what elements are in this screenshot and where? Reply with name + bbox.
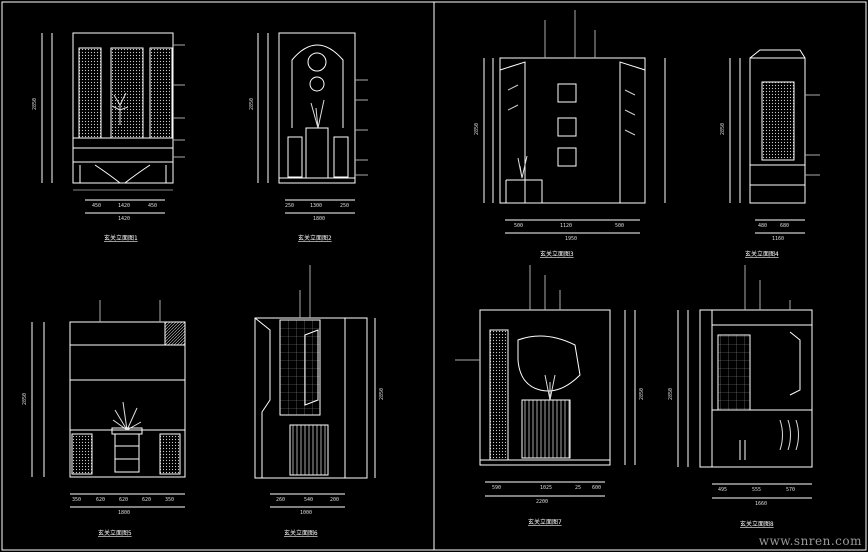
drawing-7-dim-w2: 1025: [540, 485, 552, 491]
drawing-7-dim-w1: 590: [492, 485, 501, 491]
drawing-8-dim-w2: 555: [752, 487, 761, 493]
drawing-3-dim-w1: 500: [514, 223, 523, 229]
drawing-5-dim-w4: 620: [142, 497, 151, 503]
drawing-5-dim-w3: 620: [119, 497, 128, 503]
drawing-2-dim-w3: 250: [340, 203, 349, 209]
drawing-7-dim-total: 2200: [536, 499, 548, 505]
drawing-3-dim-w2: 1120: [560, 223, 572, 229]
drawing-3-dim-total-h: 2850: [474, 123, 480, 135]
drawing-4-dim-total: 1160: [772, 236, 784, 242]
drawing-6-title: 玄关立面图6: [284, 529, 318, 537]
drawing-7-dim-total-h: 2850: [639, 388, 645, 400]
drawing-2-dim-w1: 250: [285, 203, 294, 209]
drawing-6-dim-total: 1000: [300, 510, 312, 516]
drawing-5-dim-total-h: 2850: [22, 393, 28, 405]
drawing-1-title: 玄关立面图1: [104, 234, 138, 242]
drawing-1-dim-total: 1420: [118, 216, 130, 222]
drawing-8-dim-total-h: 2850: [668, 388, 674, 400]
elevation-drawing-3: [483, 10, 666, 234]
elevation-drawing-1: [41, 32, 185, 214]
drawing-3-dim-w3: 500: [615, 223, 624, 229]
watermark-text: www.snren.com: [758, 534, 862, 548]
drawing-4-dim-w1: 480: [758, 223, 767, 229]
drawing-8-dim-total: 1660: [755, 501, 767, 507]
drawing-2-dim-total: 1800: [313, 216, 325, 222]
drawing-6-dim-w1: 260: [276, 497, 285, 503]
drawing-7-dim-w3: 25: [575, 485, 581, 491]
drawing-2-dim-total-h: 2850: [249, 98, 255, 110]
drawing-2-dim-w2: 1300: [310, 203, 322, 209]
elevation-drawing-6: [254, 265, 376, 508]
drawing-4-title: 玄关立面图4: [745, 250, 779, 258]
drawing-3-dim-total: 1950: [565, 236, 577, 242]
drawing-1-dim-w2: 1420: [118, 203, 130, 209]
drawing-5-dim-total: 1800: [118, 510, 130, 516]
drawing-5-dim-w2: 620: [96, 497, 105, 503]
drawing-5-title: 玄关立面图5: [98, 529, 132, 537]
drawing-8-dim-w1: 495: [718, 487, 727, 493]
drawing-1-dim-w3: 450: [148, 203, 157, 209]
drawing-2-title: 玄关立面图2: [298, 234, 332, 242]
elevation-drawing-2: [257, 32, 368, 214]
drawing-3-title: 玄关立面图3: [540, 250, 574, 258]
elevation-drawing-5: [31, 300, 186, 508]
drawing-1-dim-w1: 450: [92, 203, 101, 209]
drawing-6-dim-total-h: 2850: [379, 388, 385, 400]
drawing-7-title: 玄关立面图7: [528, 518, 562, 526]
elevation-drawing-8: [677, 265, 813, 499]
drawing-8-title: 玄关立面图8: [740, 520, 774, 528]
drawing-4-dim-total-h: 2850: [720, 123, 726, 135]
drawing-8-dim-w3: 570: [786, 487, 795, 493]
drawing-7-dim-w4: 600: [592, 485, 601, 491]
drawing-1-dim-total-h: 2850: [32, 98, 38, 110]
drawing-5-dim-w1: 350: [72, 497, 81, 503]
elevation-drawing-7: [455, 265, 636, 497]
drawing-5-dim-w5: 350: [165, 497, 174, 503]
elevation-drawing-4: [729, 49, 820, 234]
drawing-6-dim-w3: 200: [330, 497, 339, 503]
drawing-4-dim-w2: 680: [780, 223, 789, 229]
drawing-6-dim-w2: 540: [304, 497, 313, 503]
